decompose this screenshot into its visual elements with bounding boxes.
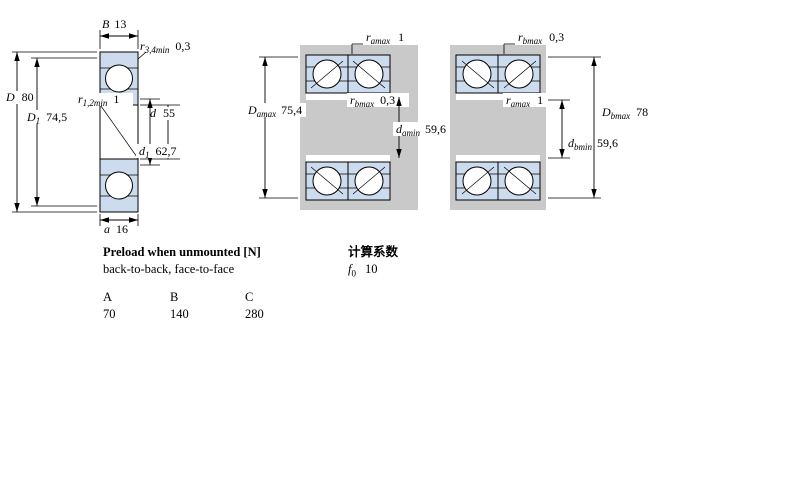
contact-angle-line — [310, 60, 344, 89]
preload-section: Preload when unmounted [N] back-to-back,… — [103, 244, 264, 323]
preload-col-B: B — [170, 290, 179, 304]
bearing-ball — [105, 171, 133, 200]
preload-table-header: A B C — [103, 289, 264, 306]
contact-angle-line — [503, 166, 537, 195]
contact-angle-line — [461, 166, 495, 195]
bearing-pair-bottom — [455, 161, 541, 201]
bearing-ball — [312, 166, 342, 196]
preload-subtitle: back-to-back, face-to-face — [103, 262, 235, 276]
calculation-title: 计算系数 — [348, 245, 399, 259]
bearing-ball — [354, 59, 384, 89]
preload-val-A: 70 — [103, 307, 116, 321]
contact-angle-line — [100, 105, 138, 158]
bearing-outline — [99, 51, 139, 213]
bearing-ball — [105, 64, 133, 93]
preload-col-A: A — [103, 290, 113, 304]
bearing-pair-top — [305, 54, 391, 94]
bearing-ball — [312, 59, 342, 89]
shaft-section — [450, 100, 546, 155]
contact-angle-line — [352, 60, 386, 89]
bearing-pair-bottom — [305, 161, 391, 201]
bearing-body — [99, 51, 139, 213]
preload-title: Preload when unmounted [N] — [103, 245, 261, 259]
contact-angle-line — [310, 166, 344, 195]
contact-angle-line — [503, 60, 537, 89]
preload-val-B: 140 — [170, 307, 189, 321]
bearing-pair-top — [455, 54, 541, 94]
preload-table-values: 70 140 280 — [103, 306, 264, 323]
housing-and-shaft — [450, 45, 546, 210]
preload-col-C: C — [245, 290, 254, 304]
preload-val-C: 280 — [245, 307, 264, 321]
contact-angle-line — [352, 166, 386, 195]
bearing-ball — [354, 166, 384, 196]
contact-angle-line — [461, 60, 495, 89]
